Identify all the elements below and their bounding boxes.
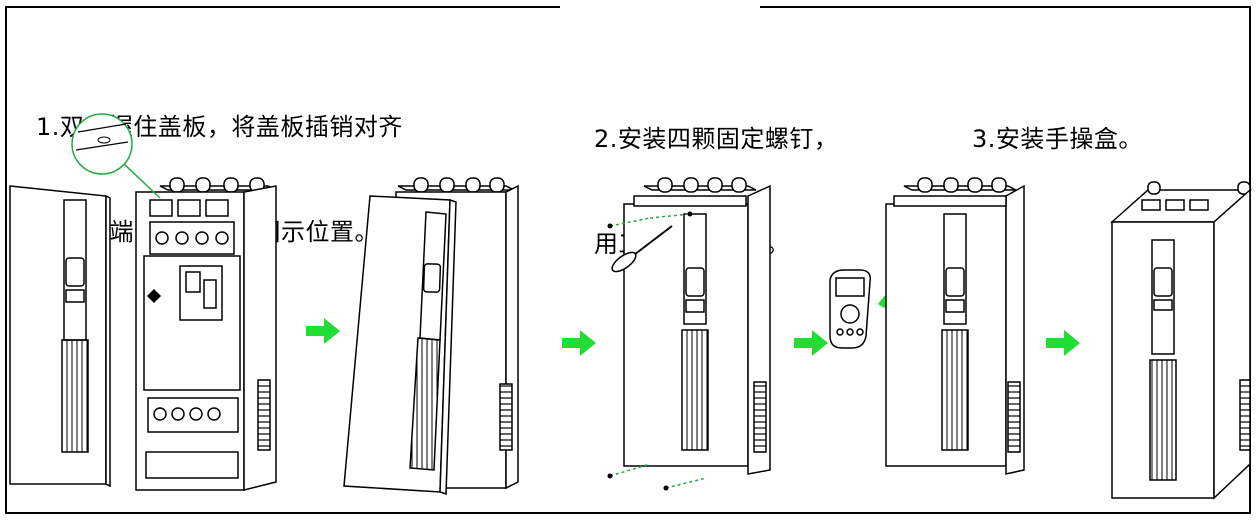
- screws: [607, 211, 693, 491]
- arrow-right-icon: [306, 318, 1080, 356]
- step3-line1: 3.安装手操盒。: [972, 125, 1143, 153]
- screw-guides: [609, 213, 707, 489]
- front-cover-panel: [9, 185, 111, 488]
- chassis-keypad: [885, 177, 1025, 475]
- screwdriver-icon: [611, 225, 673, 273]
- title-gap: [560, 0, 760, 10]
- keypad-icon: [829, 269, 872, 349]
- chassis-cover-tilted: [343, 177, 519, 496]
- chassis-final: [1110, 181, 1252, 500]
- open-chassis: [135, 177, 277, 491]
- chassis-screws: [623, 177, 771, 475]
- callout-magnifier: [71, 113, 161, 199]
- step2-line1: 2.安装四颗固定螺钉，: [594, 125, 839, 153]
- step3-caption: 3.安装手操盒。: [972, 52, 1143, 192]
